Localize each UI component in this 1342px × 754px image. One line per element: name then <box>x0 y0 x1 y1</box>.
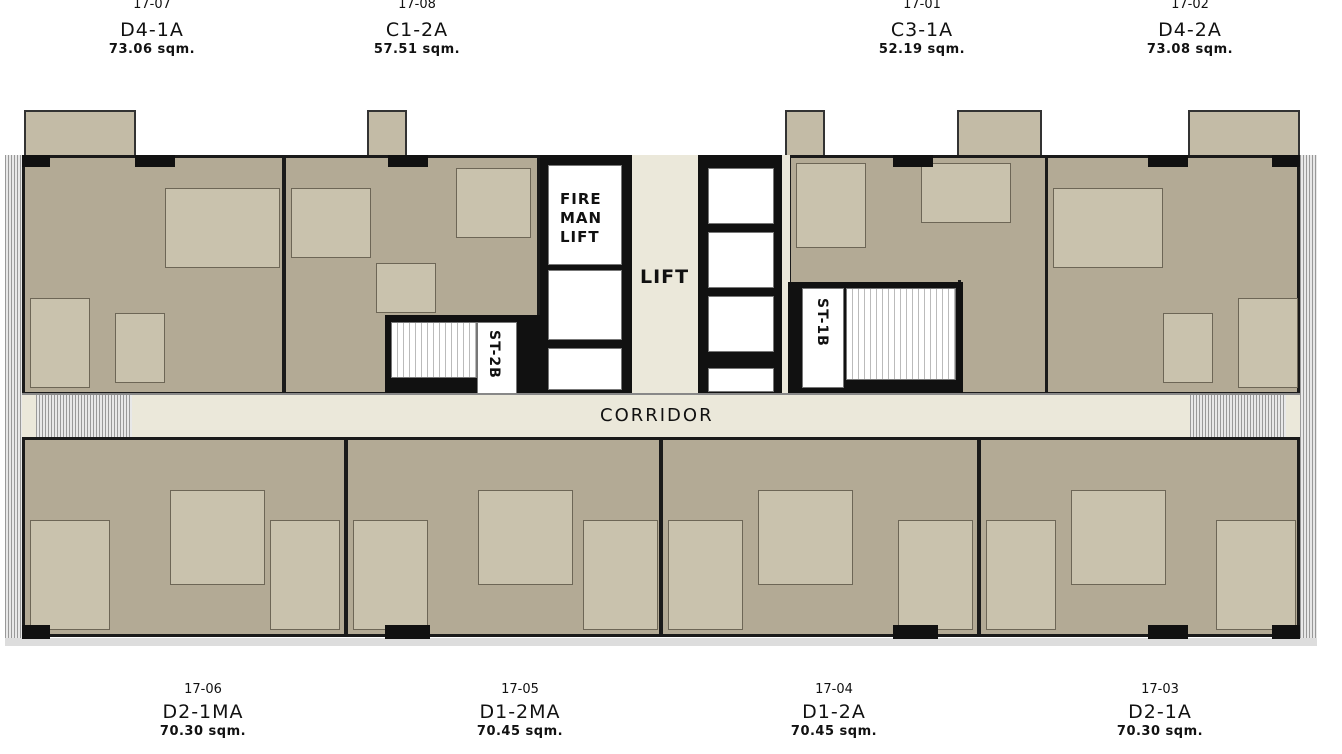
unit-17-02[interactable] <box>1045 155 1300 395</box>
unit-type: D4-2A <box>1158 19 1222 41</box>
stair-st-2b-label: ST-2B <box>486 330 502 379</box>
lift-lobby-label: LIFT <box>640 266 690 288</box>
unit-area: 52.19 sqm. <box>878 42 966 57</box>
unit-type: D4-1A <box>120 19 184 41</box>
unit-17-07[interactable] <box>22 155 285 395</box>
unit-area: 73.08 sqm. <box>1146 42 1234 57</box>
unit-label-17-02: 17-02 D4-2A 73.08 sqm. <box>1090 0 1290 58</box>
unit-number: 17-01 <box>903 0 941 12</box>
balcony <box>1188 110 1300 160</box>
label-line: FIRE <box>560 190 602 208</box>
service-room <box>708 368 774 392</box>
service-room <box>548 348 622 390</box>
balcony <box>785 110 825 160</box>
stair-st-2b <box>391 322 477 378</box>
unit-type: D1-2MA <box>479 701 561 723</box>
floor-slab-edge <box>5 638 1317 646</box>
unit-type: C3-1A <box>890 19 954 41</box>
unit-number: 17-07 <box>133 0 171 12</box>
unit-number: 17-05 <box>501 682 539 697</box>
unit-label-17-04: 17-04 D1-2A 70.45 sqm. <box>734 682 934 740</box>
unit-area: 70.45 sqm. <box>476 724 564 739</box>
unit-17-01-living[interactable] <box>958 280 1048 395</box>
unit-area: 70.45 sqm. <box>790 724 878 739</box>
window-left <box>5 155 22 640</box>
unit-17-06[interactable] <box>22 437 347 637</box>
unit-17-04[interactable] <box>660 437 980 637</box>
unit-number: 17-06 <box>184 682 222 697</box>
corridor-label: CORRIDOR <box>600 405 714 426</box>
unit-label-17-01: 17-01 C3-1A 52.19 sqm. <box>822 0 1022 58</box>
unit-label-17-08: 17-08 C1-2A 57.51 sqm. <box>317 0 517 58</box>
unit-17-03[interactable] <box>978 437 1300 637</box>
fireman-lift-label: FIRE MAN LIFT <box>560 190 602 247</box>
unit-label-17-03: 17-03 D2-1A 70.30 sqm. <box>1060 682 1260 740</box>
unit-label-17-06: 17-06 D2-1MA 70.30 sqm. <box>103 682 303 740</box>
unit-area: 70.30 sqm. <box>1116 724 1204 739</box>
unit-area: 70.30 sqm. <box>159 724 247 739</box>
unit-area: 57.51 sqm. <box>373 42 461 57</box>
lift-car[interactable] <box>708 232 774 288</box>
unit-17-05[interactable] <box>345 437 662 637</box>
unit-type: C1-2A <box>385 19 449 41</box>
unit-17-01[interactable] <box>788 155 1048 285</box>
unit-number: 17-03 <box>1141 682 1179 697</box>
unit-label-17-05: 17-05 D1-2MA 70.45 sqm. <box>420 682 620 740</box>
corridor-window <box>36 395 132 437</box>
window-right <box>1300 155 1317 640</box>
label-line: LIFT <box>560 228 600 246</box>
stair-st-2b-landing <box>477 322 517 395</box>
lift-car[interactable] <box>708 168 774 224</box>
label-line: MAN <box>560 209 603 227</box>
fireman-lift <box>548 165 622 265</box>
unit-type: D2-1A <box>1128 701 1192 723</box>
stair-st-1b <box>846 288 956 380</box>
unit-number: 17-02 <box>1171 0 1209 12</box>
unit-number: 17-04 <box>815 682 853 697</box>
corridor-window <box>1190 395 1286 437</box>
unit-label-17-07: 17-07 D4-1A 73.06 sqm. <box>52 0 252 58</box>
stair-st-1b-landing <box>802 288 844 388</box>
balcony <box>367 110 407 160</box>
floor-plan: FIRE MAN LIFT LIFT ST-2B ST-1B CORRIDOR <box>5 110 1317 646</box>
stair-st-1b-label: ST-1B <box>814 298 830 347</box>
lift-car[interactable] <box>708 296 774 352</box>
balcony <box>24 110 136 160</box>
unit-area: 73.06 sqm. <box>108 42 196 57</box>
unit-number: 17-08 <box>398 0 436 12</box>
lift-shaft <box>548 270 622 340</box>
unit-type: D1-2A <box>802 701 866 723</box>
balcony <box>957 110 1042 160</box>
unit-type: D2-1MA <box>162 701 244 723</box>
